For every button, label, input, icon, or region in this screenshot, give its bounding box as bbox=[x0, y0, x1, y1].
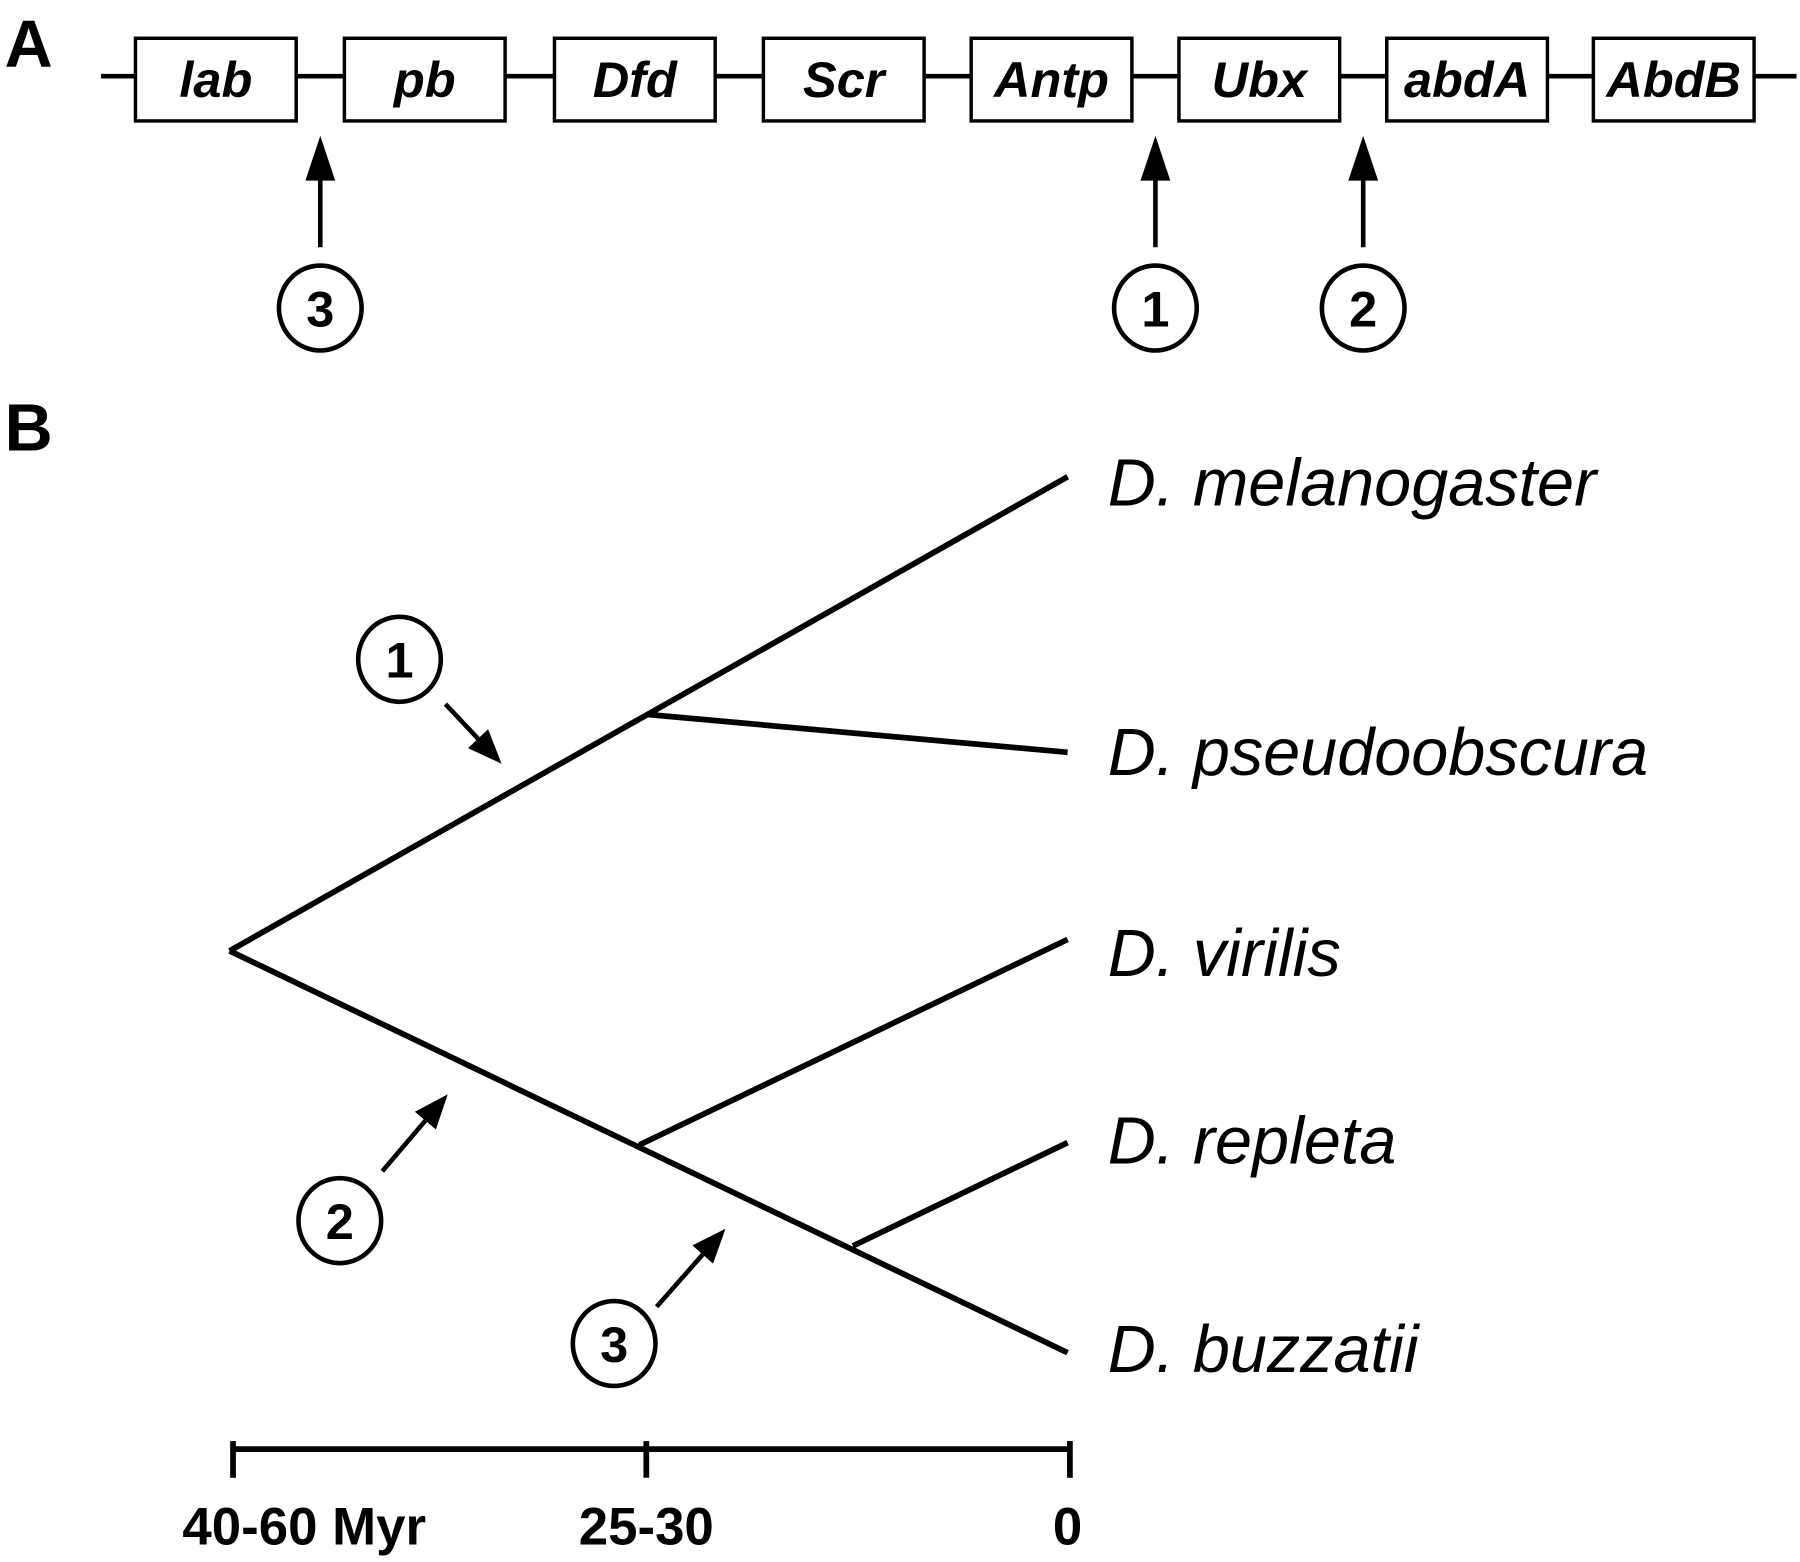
gene-box-outline bbox=[1591, 36, 1756, 123]
gene-label: Antp bbox=[992, 51, 1109, 108]
arrow-shaft bbox=[654, 1253, 705, 1309]
gene-box-scr: Scr bbox=[761, 36, 926, 123]
tree-markers: 1 2 3 bbox=[296, 614, 726, 1389]
gene-box-dfd: Dfd bbox=[552, 36, 717, 123]
tree-marker-2: 2 bbox=[296, 1094, 448, 1266]
arrow-up-icon bbox=[1140, 135, 1171, 181]
arrow-up-icon bbox=[305, 135, 336, 181]
marker-circle bbox=[1111, 263, 1200, 353]
species-labels: D. melanogaster D. pseudoobscura D. virili… bbox=[1108, 446, 1648, 1387]
gene-label: Dfd bbox=[593, 51, 678, 108]
breakpoint-marker-3: 3 bbox=[276, 135, 364, 353]
time-scale: 40-60 Myr 25-30 0 bbox=[182, 1441, 1082, 1556]
gene-box-pb: pb bbox=[342, 36, 507, 123]
marker-number: 1 bbox=[1141, 280, 1169, 337]
marker-number: 3 bbox=[600, 1316, 628, 1373]
tree-marker-3: 3 bbox=[570, 1228, 726, 1389]
phylogenetic-tree bbox=[228, 474, 1070, 1356]
breakpoint-marker-1: 1 bbox=[1111, 135, 1200, 353]
gene-box-outline bbox=[342, 36, 507, 123]
gene-box-outline bbox=[1385, 36, 1550, 123]
branch-virilis bbox=[638, 936, 1069, 1148]
marker-circle bbox=[276, 263, 364, 353]
gene-box-outline bbox=[133, 36, 298, 123]
gene-box-abda: abdA bbox=[1385, 36, 1550, 123]
gene-box-lab: lab bbox=[133, 36, 298, 123]
gene-label: pb bbox=[392, 51, 456, 108]
marker-number: 1 bbox=[385, 632, 413, 689]
gene-box-outline bbox=[761, 36, 926, 123]
gene-box-ubx: Ubx bbox=[1177, 36, 1342, 123]
gene-box-outline bbox=[1177, 36, 1342, 123]
branch-buzzatii bbox=[228, 948, 1069, 1356]
species-label: D. melanogaster bbox=[1108, 446, 1599, 520]
gene-label: abdA bbox=[1404, 51, 1530, 108]
hox-gene-cluster: lab pb Dfd Scr Antp Ubx abdA AbdB 3 1 2 bbox=[101, 36, 1797, 353]
scale-label-mid: 25-30 bbox=[579, 1497, 714, 1556]
arrow-icon bbox=[468, 729, 502, 764]
gene-box-outline bbox=[552, 36, 717, 123]
species-label: D. repleta bbox=[1108, 1104, 1397, 1178]
gene-box-abdb: AbdB bbox=[1591, 36, 1756, 123]
branch-repleta bbox=[851, 1140, 1069, 1249]
gene-label: Scr bbox=[803, 51, 887, 108]
gene-label: AbdB bbox=[1604, 51, 1741, 108]
breakpoint-marker-2: 2 bbox=[1319, 135, 1407, 353]
arrow-icon bbox=[692, 1228, 726, 1264]
marker-circle bbox=[1319, 263, 1407, 353]
species-label: D. buzzatii bbox=[1108, 1313, 1421, 1387]
gene-box-outline bbox=[969, 36, 1134, 123]
arrow-icon bbox=[414, 1094, 448, 1130]
gene-label: lab bbox=[179, 51, 252, 108]
scale-label-root: 40-60 Myr bbox=[182, 1497, 426, 1556]
branch-pseudoobscura bbox=[646, 711, 1068, 756]
species-label: D. pseudoobscura bbox=[1108, 716, 1648, 790]
arrow-shaft bbox=[443, 702, 480, 741]
tree-marker-1: 1 bbox=[355, 614, 502, 764]
gene-label: Ubx bbox=[1212, 51, 1309, 108]
arrow-shaft bbox=[380, 1119, 428, 1173]
marker-circle bbox=[570, 1298, 658, 1389]
marker-number: 2 bbox=[326, 1193, 354, 1250]
marker-number: 2 bbox=[1349, 280, 1377, 337]
panel-a-label: A bbox=[5, 8, 53, 82]
species-label: D. virilis bbox=[1108, 917, 1341, 991]
panel-b-label: B bbox=[5, 391, 53, 465]
gene-box-antp: Antp bbox=[969, 36, 1134, 123]
arrow-up-icon bbox=[1348, 135, 1379, 181]
marker-circle bbox=[296, 1175, 384, 1266]
scale-label-present: 0 bbox=[1053, 1497, 1082, 1556]
marker-circle bbox=[355, 614, 444, 705]
marker-number: 3 bbox=[306, 280, 334, 337]
